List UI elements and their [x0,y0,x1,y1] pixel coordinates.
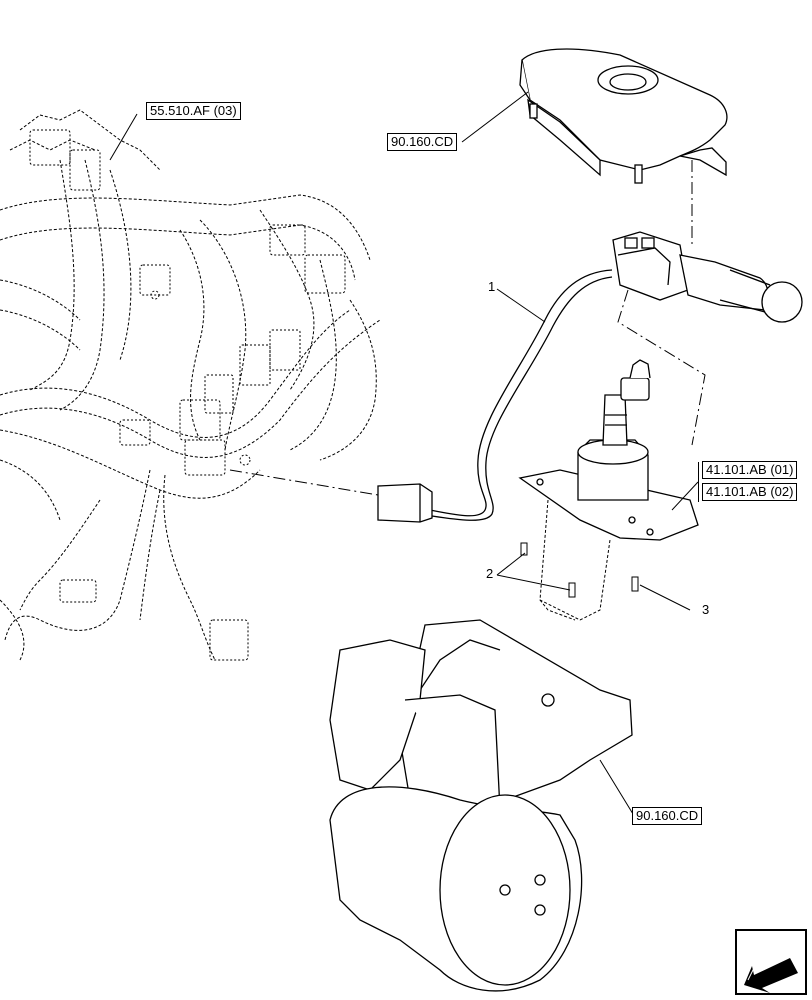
column-dashed-outline [539,499,611,621]
upper-cover [519,48,728,184]
harness-reference-label: 55.510.AF (03) [146,102,241,120]
leader-lines [109,91,699,815]
harness-connectors [29,129,346,661]
column-reference-label-1: 41.101.AB (01) [702,461,798,479]
callout-item-1: 1 [488,279,496,294]
switch-cable [429,269,613,521]
callout-item-2: 2 [486,566,494,581]
switch-connector [377,483,433,523]
upper-cover-reference-label: 90.160.CD [387,133,458,151]
direction-arrow-icon [735,929,807,995]
wiring-harness [0,109,381,661]
lower-cover [329,619,633,992]
callout-item-3: 3 [702,602,710,617]
steering-column [518,359,699,541]
connection-line [229,469,379,496]
screws [520,542,639,598]
assembly-guides [617,160,706,446]
column-reference-bracket [698,462,699,502]
lower-cover-reference-label: 90.160.CD [632,807,703,825]
column-reference-label-2: 41.101.AB (02) [702,483,798,501]
multifunction-switch [612,231,803,323]
